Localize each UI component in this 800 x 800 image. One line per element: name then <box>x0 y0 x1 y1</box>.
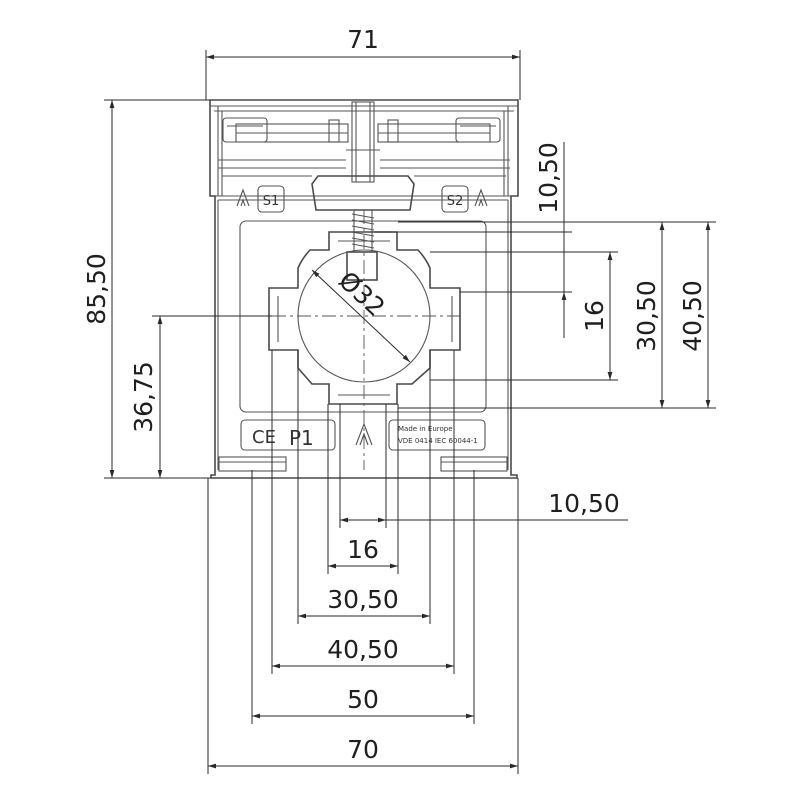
dim-bottom-3050-label: 30,50 <box>327 585 399 614</box>
label-made-in: Made in Europe <box>398 425 453 433</box>
primary-mark: P1 <box>289 426 314 450</box>
dim-top-width: 71 <box>205 25 521 100</box>
label-standard: VDE 0414 IEC 60044-1 <box>398 437 478 445</box>
dim-right-1050-label: 10,50 <box>534 142 563 214</box>
dim-bottom-width: 70 <box>207 478 519 774</box>
screw-thread <box>351 210 375 252</box>
dim-right-16-label: 16 <box>580 300 609 332</box>
dim-overall-height-label: 85,50 <box>82 253 111 325</box>
diameter-label: Ø32 <box>333 266 390 322</box>
dim-overall-height: 85,50 <box>82 99 211 479</box>
terminal-s2-box <box>441 185 469 213</box>
dim-center-height: 36,75 <box>129 315 272 478</box>
dim-bottom-3050: 30,50 <box>297 350 431 624</box>
dim-bottom-50: 50 <box>251 470 475 724</box>
terminal-s1-box <box>257 185 285 213</box>
dim-bottom-50-label: 50 <box>347 685 379 714</box>
diameter-line <box>311 269 411 363</box>
dim-right-4050-label: 40,50 <box>678 280 707 352</box>
ce-mark-box <box>240 419 336 451</box>
dim-bottom-1050-label: 10,50 <box>548 489 620 518</box>
dim-bottom-width-label: 70 <box>347 735 379 764</box>
dim-bottom-4050-label: 40,50 <box>327 635 399 664</box>
dim-right-4050: 40,50 <box>486 221 716 409</box>
dim-right-3050-label: 30,50 <box>632 280 661 352</box>
primary-aperture <box>268 231 461 405</box>
dim-bottom-4050: 40,50 <box>271 350 455 674</box>
dim-bottom-16-label: 16 <box>347 535 379 564</box>
terminal-s2-label: S2 <box>447 194 464 209</box>
terminal-s1-label: S1 <box>263 194 280 209</box>
ce-mark: CE <box>252 427 276 448</box>
dim-top-width-label: 71 <box>347 25 379 54</box>
dim-center-height-label: 36,75 <box>129 361 158 433</box>
dim-right-1050: 10,50 <box>374 142 572 338</box>
dim-bottom-16: 16 <box>327 404 399 574</box>
rating-label-box <box>388 419 486 451</box>
dim-bottom-1050: 10,50 <box>339 404 628 528</box>
dim-right-16: 16 <box>430 251 618 381</box>
